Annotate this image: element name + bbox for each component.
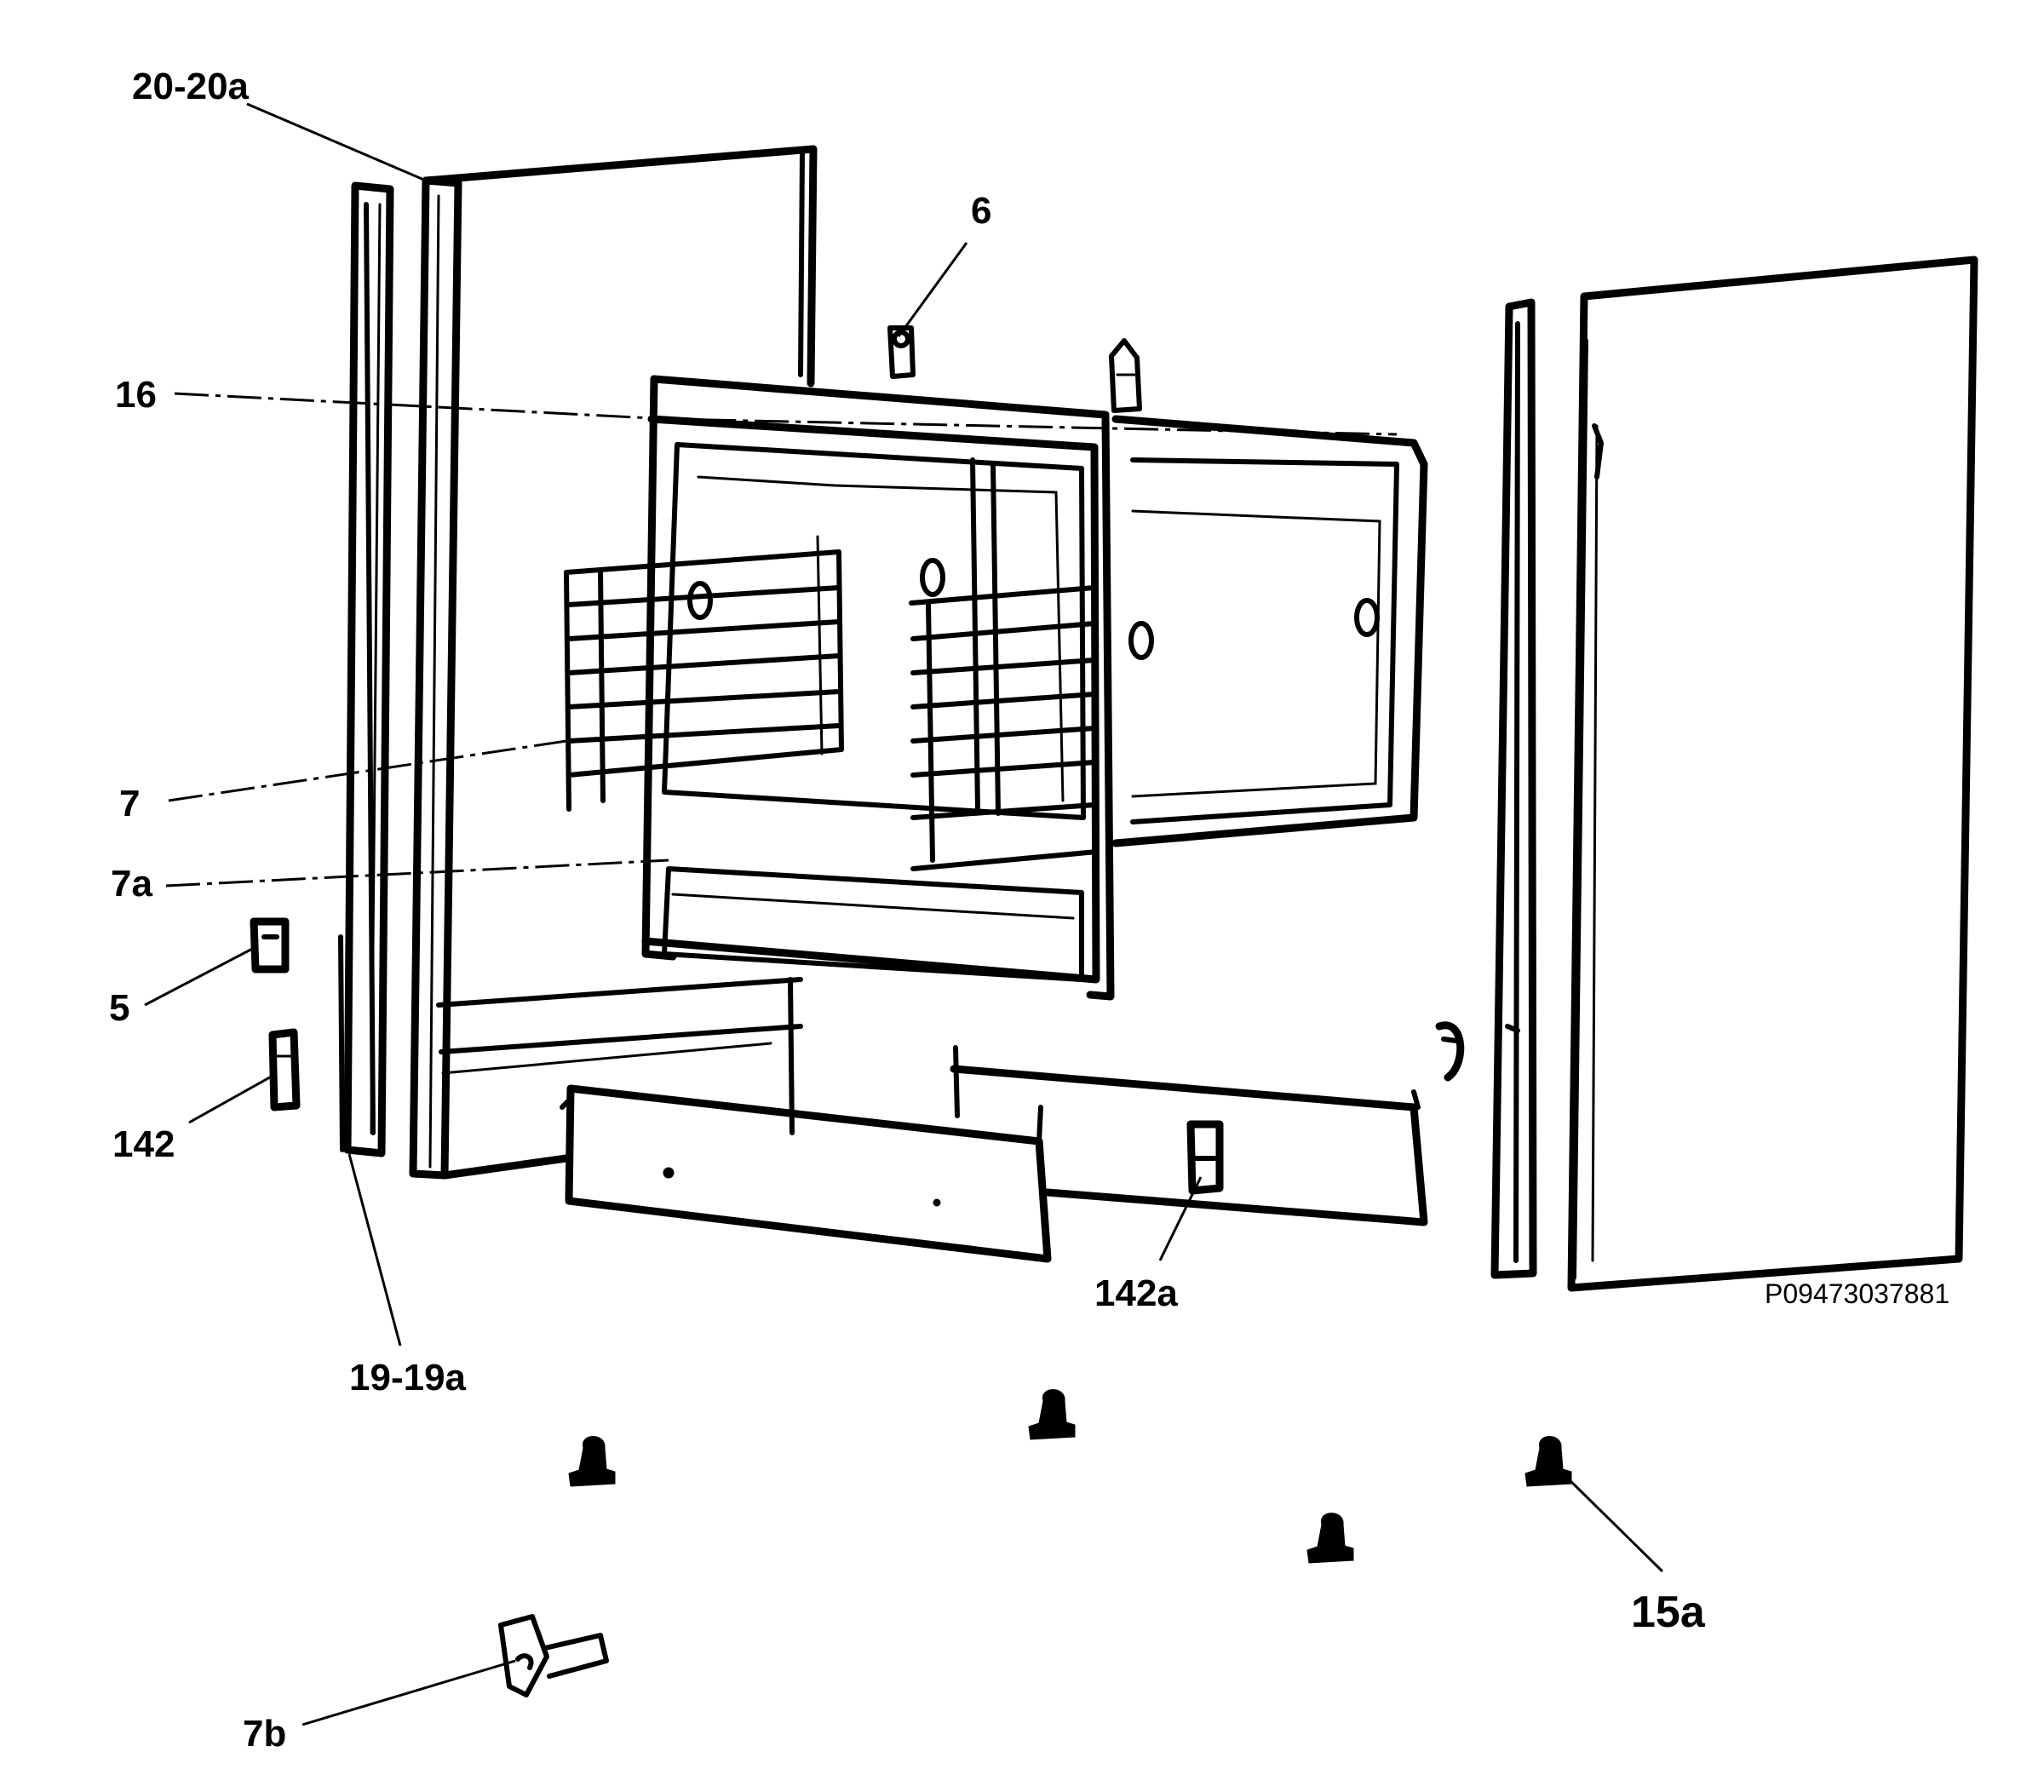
right-side-strip — [1490, 298, 1537, 1279]
callout-16: 16 — [115, 374, 157, 416]
front-kick-panel-right — [950, 1045, 1428, 1226]
callout-5: 5 — [109, 987, 129, 1029]
callout-142: 142 — [112, 1123, 175, 1165]
foot-4 — [1524, 1436, 1572, 1487]
foot-1 — [568, 1436, 616, 1487]
right-side-panel — [1567, 256, 1978, 1292]
callout-6: 6 — [971, 190, 991, 232]
callout-7: 7 — [119, 783, 140, 824]
cabinet-side-panel — [409, 145, 818, 1180]
oven-shelf-left — [564, 535, 844, 812]
callout-7a: 7a — [111, 863, 152, 905]
foot-2 — [1028, 1389, 1076, 1440]
left-side-strip — [338, 181, 394, 1157]
oven-cavity — [641, 375, 1428, 1001]
oven-shelf-right — [909, 585, 1100, 871]
part-7b-spindle — [498, 1614, 609, 1697]
part-5-bracket — [250, 917, 290, 974]
callout-19-19a: 19-19a — [349, 1357, 467, 1399]
leader-lines — [144, 102, 1664, 1726]
part-142-clip — [268, 1028, 301, 1111]
part-142a-clip — [1186, 1120, 1224, 1195]
callout-20-20a: 20-20a — [132, 66, 250, 107]
part-142-right-clip — [1435, 1021, 1465, 1082]
reference-code: P09473037881 — [1765, 1278, 1949, 1309]
front-kick-panel-left — [560, 1084, 1052, 1263]
foot-3 — [1306, 1513, 1354, 1564]
callout-7b: 7b — [243, 1713, 286, 1755]
callout-15a: 15a — [1631, 1588, 1706, 1637]
callout-142a: 142a — [1094, 1272, 1178, 1314]
